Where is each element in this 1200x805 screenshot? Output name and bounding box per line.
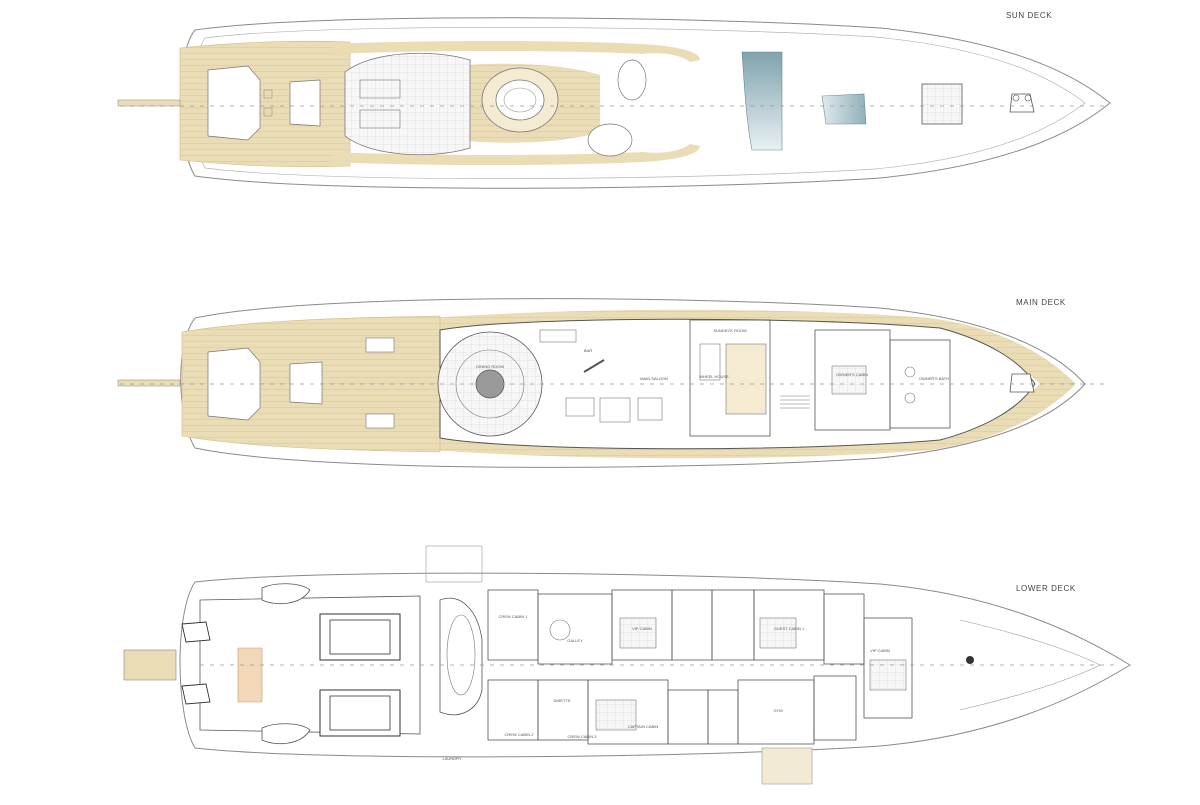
lower-deck-plan: CREW CABIN 1 GALLEY VIP CABIN GUEST CABI… [123, 545, 1131, 785]
room-crew-cabin-2: CREW CABIN 2 [505, 732, 535, 737]
room-bar: BAR [584, 348, 592, 353]
room-vip-cabin-b: VIP CABIN [870, 648, 890, 653]
lower-deck-hull [179, 572, 1131, 758]
room-gym: GYM [773, 708, 782, 713]
main-deck-plan: DINING ROOM BAR MAIN SALOON WHEEL HOUSE … [117, 298, 1110, 468]
room-owners-cabin: OWNER'S CABIN [836, 372, 868, 377]
main-deck-title: MAIN DECK [1016, 298, 1066, 307]
lower-deck-title: LOWER DECK [1016, 584, 1076, 593]
room-galley: GALLEY [567, 638, 583, 643]
room-sundeck-room: SUNDECK ROOM [713, 328, 746, 333]
room-owners-bath: OWNER'S BATH [919, 376, 949, 381]
room-dining: DINING ROOM [476, 364, 504, 369]
sun-deck-teak [179, 40, 351, 168]
room-laundry: LAUNDRY [442, 756, 461, 761]
sun-deck-title: SUN DECK [1006, 11, 1053, 20]
room-dinette: DINETTE [553, 698, 570, 703]
room-main-saloon: MAIN SALOON [640, 376, 668, 381]
room-crew-cabin-3: CREW CABIN 3 [568, 734, 598, 739]
sun-deck-plan [117, 17, 1111, 189]
room-wheel-house: WHEEL HOUSE [699, 374, 729, 379]
room-vip-cabin-a: VIP CABIN [632, 626, 652, 631]
room-captain-cabin: CAPTAIN CABIN [628, 724, 658, 729]
room-crew-cabin-1: CREW CABIN 1 [499, 614, 529, 619]
room-guest-cabin-1: GUEST CABIN 1 [774, 626, 805, 631]
